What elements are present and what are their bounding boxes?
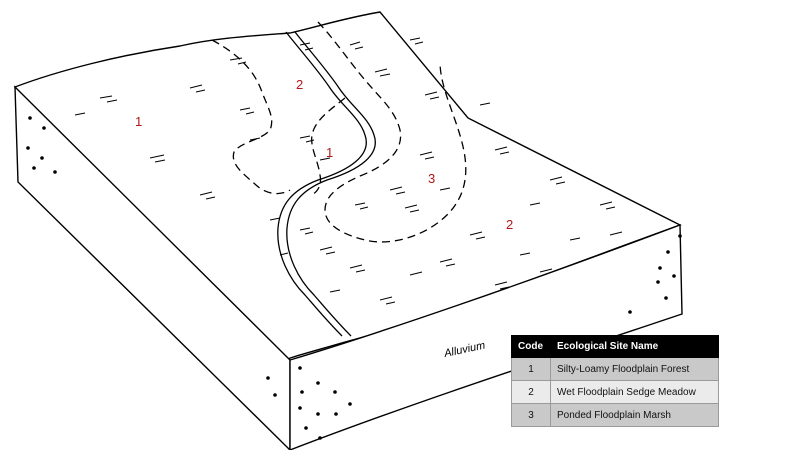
boundary-zone-2-west [211,39,291,195]
legend-header-name: Ecological Site Name [550,335,719,358]
legend-row: 3 Ponded Floodplain Marsh [511,403,719,427]
legend-row: 2 Wet Floodplain Sedge Meadow [511,380,719,404]
legend-site-name: Ponded Floodplain Marsh [550,403,719,427]
surface-hatching [74,37,623,305]
legend-header-row: Code Ecological Site Name [511,335,719,358]
legend-code: 1 [511,357,551,381]
zone-boundaries [211,21,467,243]
zone-label-2-north: 2 [296,77,303,92]
legend-site-name: Silty-Loamy Floodplain Forest [550,357,719,381]
block-left-face [14,85,291,450]
boundary-zone-1-center [309,97,346,197]
zone-label-1-west: 1 [135,114,142,129]
legend-row: 1 Silty-Loamy Floodplain Forest [511,357,719,381]
legend-header-code: Code [511,335,551,358]
zone-label-3: 3 [428,171,435,186]
zone-label-2-east: 2 [506,217,513,232]
legend-site-name: Wet Floodplain Sedge Meadow [550,380,719,404]
river-channel [277,31,376,337]
zone-label-1-center: 1 [326,145,333,160]
legend-code: 2 [511,380,551,404]
legend-table: Code Ecological Site Name 1 Silty-Loamy … [511,335,719,427]
boundary-zone-3 [317,21,467,243]
block-right-face [289,223,683,450]
legend-code: 3 [511,403,551,427]
alluvium-dots [26,116,682,440]
